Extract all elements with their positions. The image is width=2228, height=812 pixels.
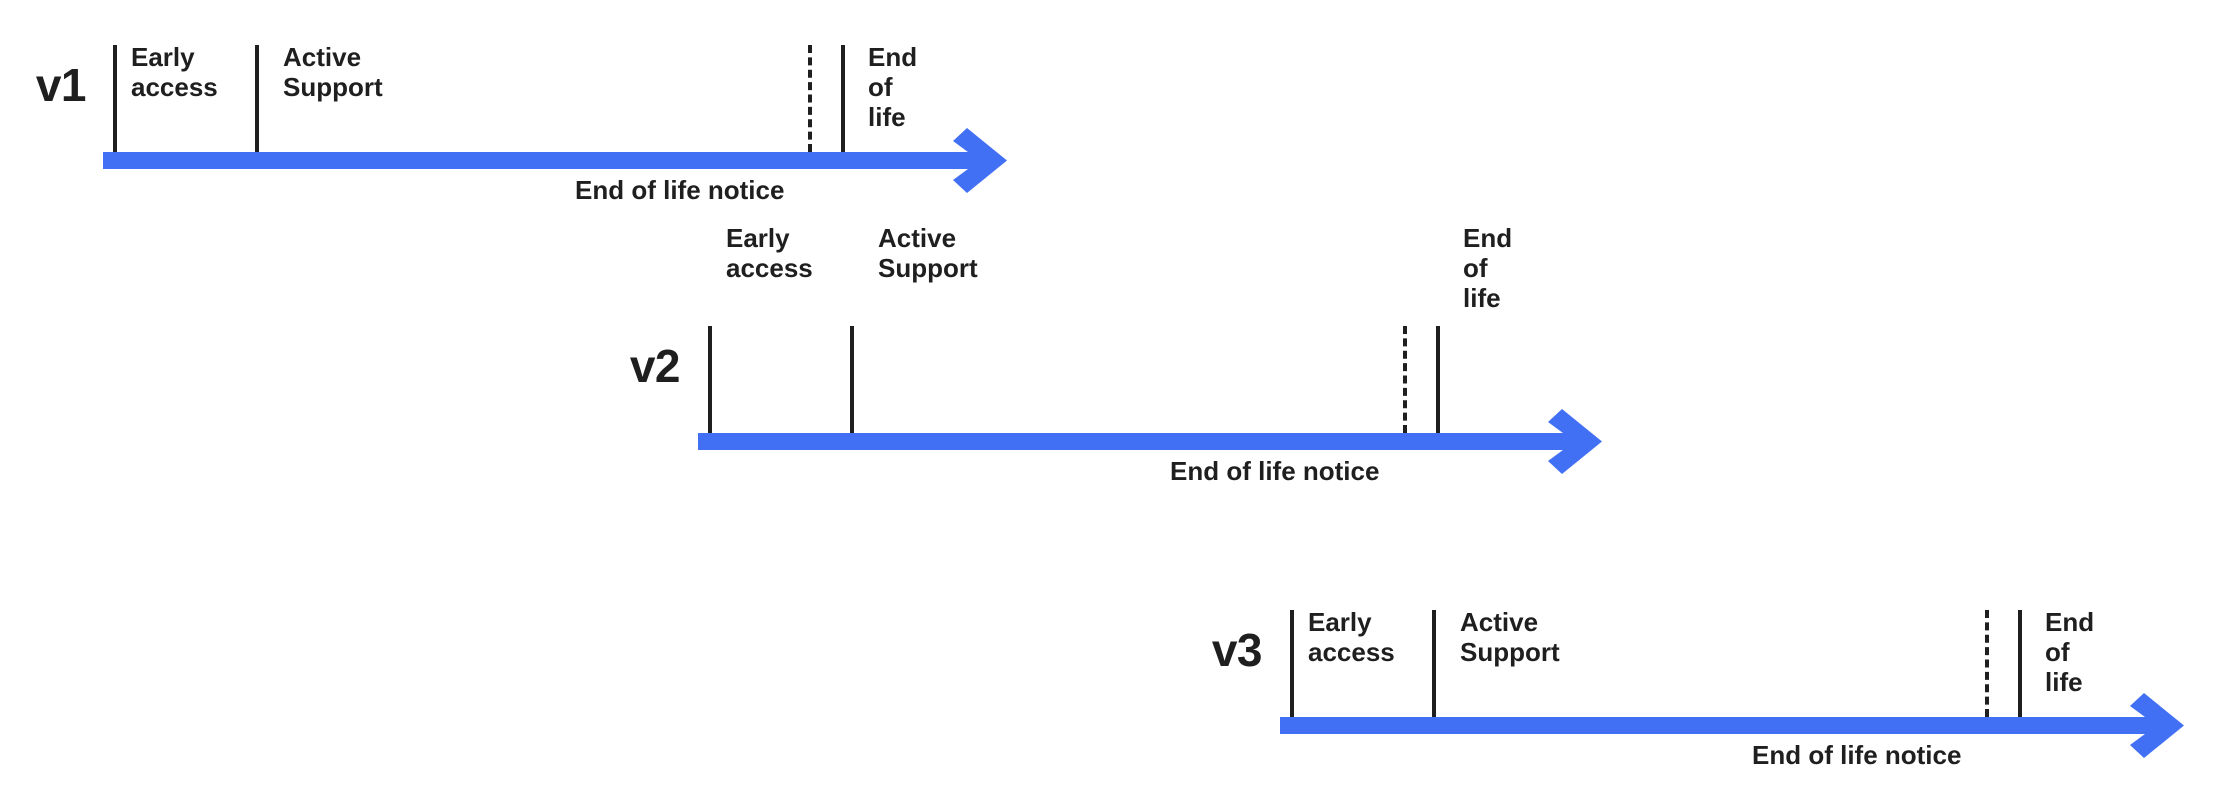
boundary-tick-v2-0 <box>708 326 712 433</box>
phase-label-active_support-v3: Active Support <box>1460 607 1560 668</box>
boundary-tick-v3-3 <box>2018 610 2022 717</box>
boundary-tick-v1-1 <box>255 45 259 152</box>
boundary-tick-v1-3 <box>841 45 845 152</box>
timeline-arrow-head-v2 <box>1548 407 1618 477</box>
end-of-life-notice-label-v1: End of life notice <box>575 175 785 205</box>
boundary-tick-v2-3 <box>1436 326 1440 433</box>
phase-label-end_of_life-v3: End of life <box>2045 607 2095 698</box>
phase-label-end_of_life-v1: End of life <box>868 42 918 133</box>
phase-label-early_access-v3: Early access <box>1308 607 1395 668</box>
phase-label-active_support-v1: Active Support <box>283 42 383 103</box>
dashed-boundary-tick-v3-2 <box>1985 610 1989 717</box>
boundary-tick-v2-1 <box>850 326 854 433</box>
boundary-tick-v3-0 <box>1290 610 1294 717</box>
version-label-v1: v1 <box>35 59 87 111</box>
version-label-v2: v2 <box>629 340 681 392</box>
timeline-arrow-shaft-v3 <box>1280 717 2160 734</box>
version-label-v3: v3 <box>1211 624 1263 676</box>
end-of-life-notice-label-v3: End of life notice <box>1752 740 1962 770</box>
boundary-tick-v3-1 <box>1432 610 1436 717</box>
timeline-arrow-shaft-v2 <box>698 433 1578 450</box>
phase-label-end_of_life-v2: End of life <box>1463 223 1513 314</box>
timeline-arrow-head-v3 <box>2130 691 2200 761</box>
timeline-arrow-head-v1 <box>953 126 1023 196</box>
phase-label-active_support-v2: Active Support <box>878 223 978 284</box>
dashed-boundary-tick-v1-2 <box>808 45 812 152</box>
dashed-boundary-tick-v2-2 <box>1403 326 1407 433</box>
boundary-tick-v1-0 <box>113 45 117 152</box>
end-of-life-notice-label-v2: End of life notice <box>1170 456 1380 486</box>
timeline-arrow-shaft-v1 <box>103 152 983 169</box>
phase-label-early_access-v2: Early access <box>726 223 813 284</box>
phase-label-early_access-v1: Early access <box>131 42 218 103</box>
